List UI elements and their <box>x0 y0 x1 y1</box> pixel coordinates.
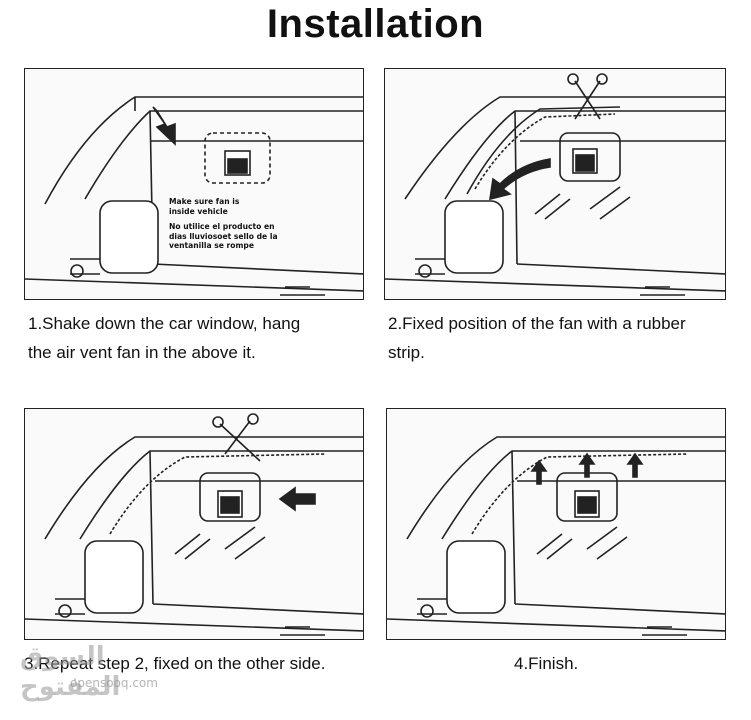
step-3-illustration <box>24 408 364 640</box>
step-2-caption: 2.Fixed position of the fan with a rubbe… <box>388 314 686 362</box>
arrow-icon <box>530 459 548 485</box>
side-mirror <box>99 200 159 274</box>
watermark-arabic: السوق المفتوح <box>20 642 121 702</box>
step-1-caption: 1.Shake down the car window, hang the ai… <box>28 314 301 362</box>
fan-outline <box>204 132 271 184</box>
arrow-icon <box>489 158 551 201</box>
scissors-icon <box>567 73 608 120</box>
arrow-icon <box>578 452 596 478</box>
notice-line: No utilice el producto en <box>169 222 275 231</box>
arrow-icon <box>152 106 176 146</box>
notice-line: Make sure fan is <box>169 197 240 206</box>
notice-line: dias lluviosoet sello de la <box>169 231 278 241</box>
car-door-outline <box>44 96 363 205</box>
arrow-icon <box>278 486 316 512</box>
step-4-caption: 4.Finish. <box>514 654 579 673</box>
step-4-illustration <box>386 408 726 640</box>
notice-line: ventanilla se rompe <box>169 241 255 250</box>
scissors-icon <box>212 413 261 462</box>
watermark-english: opensooq.com <box>70 676 158 690</box>
step-1-illustration: Make sure fan is inside vehicle No utili… <box>24 68 364 300</box>
notice-line: inside vehicle <box>169 206 228 216</box>
watermark: السوق المفتوح opensooq.com <box>6 636 176 702</box>
page-title: Installation <box>266 2 485 46</box>
step-2-illustration <box>384 68 726 300</box>
arrow-icon <box>626 452 644 478</box>
step-3-caption: 3.Repeat step 2, fixed on the other side… <box>24 654 326 673</box>
